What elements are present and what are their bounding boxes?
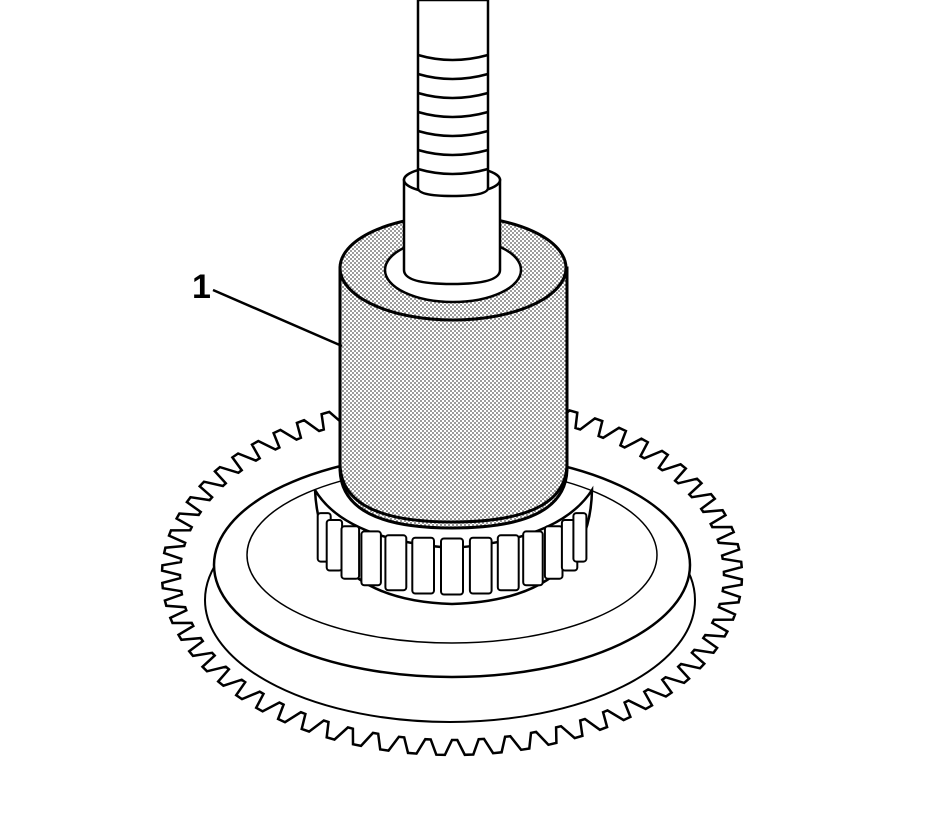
bearing-roller: [411, 536, 435, 595]
installer-base-band: [338, 464, 569, 524]
bearing-roller: [440, 537, 464, 596]
grip-ring: [417, 129, 489, 138]
grip-ring: [417, 110, 489, 119]
bearing-roller: [384, 534, 408, 592]
bearing-roller: [522, 530, 544, 587]
bearing-rollers: [316, 512, 588, 596]
grip-ring: [417, 53, 489, 62]
grip-ring: [417, 148, 489, 157]
bearing-roller: [340, 525, 361, 580]
driver-handle: [402, 0, 502, 286]
bearing-roller: [360, 530, 382, 587]
bearing-roller: [468, 536, 493, 595]
callout-label: 1: [192, 268, 211, 306]
bearing-roller: [572, 512, 588, 563]
callout-1: 1: [192, 268, 343, 348]
bearing-roller: [543, 525, 564, 580]
handle-collar: [402, 178, 502, 286]
grip-ring: [417, 167, 489, 176]
bearing-roller: [325, 519, 344, 572]
grip-ring: [417, 72, 489, 81]
installer-body: [338, 266, 569, 530]
handle-grip-rings: [417, 53, 489, 176]
bearing-roller: [496, 534, 520, 592]
roller-bearing: [313, 485, 594, 606]
grip-ring: [417, 91, 489, 100]
callout-leader-line: [212, 288, 343, 348]
